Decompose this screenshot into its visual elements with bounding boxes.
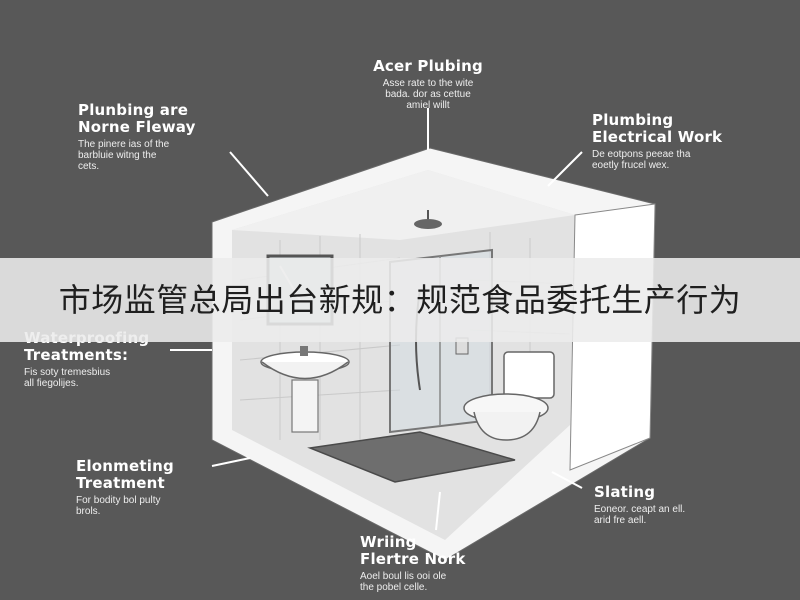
desc-line: amiel willt bbox=[406, 100, 450, 111]
desc-line: barbluie witng the bbox=[78, 150, 157, 161]
title-line: Electrical Work bbox=[592, 128, 723, 146]
callout-title: Slating bbox=[594, 483, 656, 501]
title-line: Elonmeting bbox=[76, 457, 174, 475]
sink-pedestal bbox=[291, 379, 319, 433]
desc-line: Fis soty tremesbius bbox=[24, 367, 111, 378]
desc-line: Asse rate to the wite bbox=[382, 78, 474, 89]
toilet-base bbox=[473, 411, 541, 441]
callout-top-right: Plumbing Electrical Work De eotpons peea… bbox=[592, 112, 772, 172]
sink-faucet bbox=[300, 346, 308, 356]
callout-desc: Aoel boul lis ooi ole the pobel celle. bbox=[360, 571, 510, 593]
sink-bowl bbox=[261, 361, 349, 380]
callout-desc: Asse rate to the wite bada. dor as cettu… bbox=[340, 78, 516, 111]
title-line: Norne Fleway bbox=[78, 118, 196, 136]
title-line: Plumbing bbox=[592, 111, 674, 129]
title-line: Treatment bbox=[76, 474, 165, 492]
callout-title: Elonmeting Treatment bbox=[76, 458, 216, 492]
callout-desc: De eotpons peeae tha eoetly frucel wex. bbox=[592, 149, 772, 171]
desc-line: For bodity bol pulty bbox=[76, 495, 161, 506]
title-line: Wriing bbox=[360, 533, 417, 551]
callout-desc: Eoneor. ceapt an ell. arid fre aell. bbox=[594, 504, 754, 526]
desc-line: cets. bbox=[78, 161, 100, 172]
shower-head bbox=[414, 219, 442, 229]
leader-lines bbox=[170, 108, 583, 531]
toilet-tank bbox=[503, 351, 555, 399]
callout-low-right: Slating Eoneor. ceapt an ell. arid fre a… bbox=[594, 483, 754, 527]
title-line: Treatments: bbox=[24, 346, 129, 364]
desc-line: bada. dor as cettue bbox=[385, 89, 471, 100]
callout-bottom-center: Wriing Flertre Nork Aoel boul lis ooi ol… bbox=[360, 534, 510, 594]
callout-title: Plumbing Electrical Work bbox=[592, 112, 772, 146]
callout-desc: The pinere ias of the barbluie witng the… bbox=[78, 139, 248, 172]
headline-banner: 市场监管总局出台新规：规范食品委托生产行为 bbox=[0, 258, 800, 342]
callout-low-left: Elonmeting Treatment For bodity bol pult… bbox=[76, 458, 216, 518]
desc-line: The pinere ias of the bbox=[78, 139, 170, 150]
desc-line: Aoel boul lis ooi ole bbox=[360, 571, 447, 582]
floor-mat bbox=[307, 431, 516, 483]
callout-top-center: Acer Plubing Asse rate to the wite bada.… bbox=[340, 57, 516, 112]
callout-title: Acer Plubing bbox=[373, 57, 483, 75]
callout-desc: Fis soty tremesbius all fiegolijes. bbox=[24, 367, 174, 389]
title-line: Flertre Nork bbox=[360, 550, 466, 568]
title-line: Plunbing are bbox=[78, 101, 189, 119]
callout-desc: For bodity bol pulty brols. bbox=[76, 495, 216, 517]
desc-line: the pobel celle. bbox=[360, 582, 428, 593]
desc-line: arid fre aell. bbox=[594, 515, 647, 526]
desc-line: eoetly frucel wex. bbox=[592, 160, 670, 171]
callout-title: Plunbing are Norne Fleway bbox=[78, 102, 248, 136]
headline-text: 市场监管总局出台新规：规范食品委托生产行为 bbox=[58, 281, 742, 319]
desc-line: all fiegolijes. bbox=[24, 378, 79, 389]
callout-top-left: Plunbing are Norne Fleway The pinere ias… bbox=[78, 102, 248, 173]
desc-line: Eoneor. ceapt an ell. bbox=[594, 504, 686, 515]
desc-line: De eotpons peeae tha bbox=[592, 149, 691, 160]
callout-title: Wriing Flertre Nork bbox=[360, 534, 510, 568]
ceiling bbox=[232, 170, 575, 240]
desc-line: brols. bbox=[76, 506, 101, 517]
